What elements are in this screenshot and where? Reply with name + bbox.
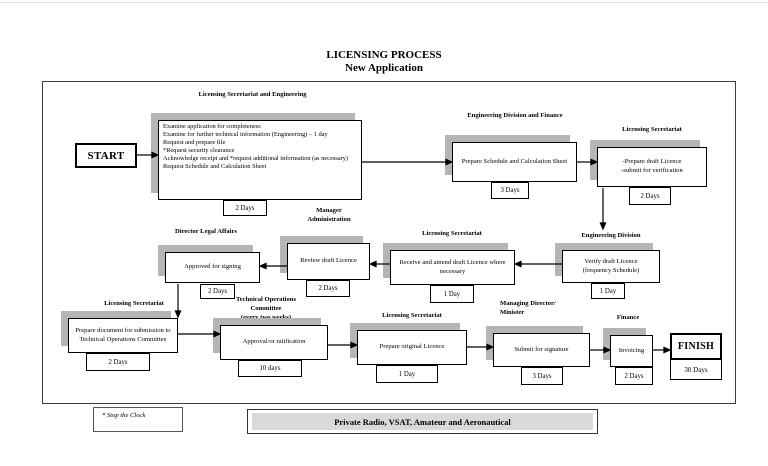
duration-tag: 2 Days	[629, 187, 671, 205]
process-box-invoicing: Invoicing	[603, 328, 653, 367]
process-box-approval-ratification: Approval/or ratification	[213, 318, 328, 360]
duration-tag: 1 Day	[591, 283, 625, 299]
actor-label-licensing-secretariat-engineering: Licensing Secretariat and Engineering	[198, 91, 307, 98]
process-box-text: Submit for signature	[493, 333, 590, 367]
process-box-submit-for-signature: Submit for signature	[486, 326, 590, 367]
process-box-prepare-schedule: Prepare Schedule and Calculation Sheet	[445, 135, 577, 182]
process-box-text: Invoicing	[610, 335, 653, 367]
actor-label-engineering-division-finance: Engineering Division and Finance	[467, 112, 563, 119]
actor-label-finance: Finance	[616, 314, 640, 321]
process-box-review-draft-licence: Review draft Licence	[280, 236, 370, 280]
duration-tag: 3 Days	[521, 367, 563, 385]
duration-tag: 1 Day	[376, 365, 438, 383]
process-box-text: -Prepare draft Licence -submit for verif…	[597, 147, 707, 187]
actor-label-managing-director-minister: Managing Director/ Minister	[500, 300, 556, 316]
process-box-text: Approved for signing	[165, 252, 260, 283]
duration-tag: 1 Day	[430, 285, 474, 303]
duration-tag: 2 Days	[306, 280, 350, 297]
process-box-verify-draft-licence: Verify draft Licence (frequency Schedule…	[555, 243, 660, 283]
actor-label-engineering-division: Engineering Division	[581, 232, 641, 239]
start-node: START	[75, 143, 137, 168]
process-box-prepare-original-licence: Prepare original Licence	[350, 323, 467, 365]
process-box-text: Receive and amend draft Licence where ne…	[390, 250, 515, 285]
process-box-text: Verify draft Licence (frequency Schedule…	[562, 250, 660, 283]
page-title: LICENSING PROCESS New Application	[0, 49, 768, 75]
category-banner: Private Radio, VSAT, Amateur and Aeronau…	[247, 409, 598, 434]
title-line1: LICENSING PROCESS	[326, 49, 442, 61]
process-box-examine-application: Examine application for completeness Exa…	[151, 113, 362, 200]
category-banner-text: Private Radio, VSAT, Amateur and Aeronau…	[252, 413, 593, 430]
actor-label-technical-operations-committee: Technical Operations Committee (every tw…	[235, 296, 297, 321]
process-box-text: Review draft Licence	[287, 243, 370, 280]
actor-label-licensing-secretariat-1: Licensing Secretariat	[622, 126, 682, 133]
finish-duration-tag: 30 Days	[670, 359, 722, 380]
process-box-text: Prepare document for submission to Techn…	[68, 318, 178, 353]
process-box-text: Prepare original Licence	[357, 330, 467, 365]
process-box-text: Examine application for completeness Exa…	[158, 120, 362, 200]
title-line2: New Application	[345, 62, 423, 75]
process-box-prepare-document-toc: Prepare document for submission to Techn…	[61, 311, 178, 353]
process-box-approved-for-signing: Approved for signing	[158, 245, 260, 283]
duration-tag: 2 Days	[86, 353, 150, 371]
finish-node: FINISH	[670, 333, 722, 360]
duration-tag: 2 Days	[615, 367, 653, 385]
process-box-receive-amend-draft: Receive and amend draft Licence where ne…	[383, 243, 515, 285]
process-box-prepare-draft-licence: -Prepare draft Licence -submit for verif…	[590, 140, 707, 187]
stop-clock-note: * Stop the Clock	[93, 407, 183, 432]
duration-tag: 3 Days	[491, 182, 529, 199]
duration-tag: 2 Days	[200, 284, 235, 299]
actor-label-licensing-secretariat-3: Licensing Secretariat	[104, 300, 164, 307]
process-box-text: Prepare Schedule and Calculation Sheet	[452, 142, 577, 182]
duration-tag: 2 Days	[223, 200, 267, 216]
actor-label-licensing-secretariat-2: Licensing Secretariat	[422, 230, 482, 237]
actor-label-licensing-secretariat-4: Licensing Secretariat	[382, 312, 442, 319]
actor-label-director-legal-affairs: Director Legal Affairs	[174, 228, 237, 235]
actor-label-manager-administration: Manager Administration	[307, 207, 351, 223]
duration-tag: 10 days	[238, 360, 302, 377]
process-box-text: Approval/or ratification	[220, 325, 328, 360]
page-top-divider	[0, 2, 768, 3]
